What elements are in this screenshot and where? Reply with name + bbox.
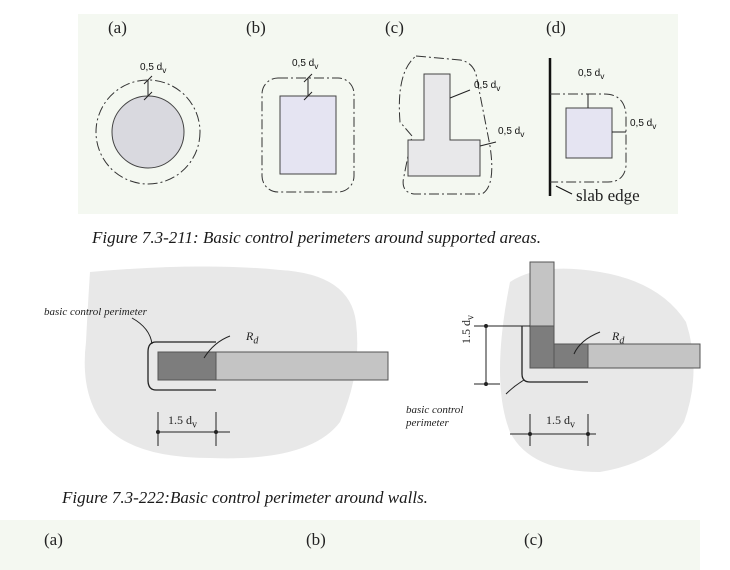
slab-edge-leader [555,185,573,195]
dim-tick-a1 [143,75,153,85]
leader-left [131,317,153,345]
figure-3-panel: (a) (b) (c) [0,520,700,570]
rd-label-left: Rd [246,329,259,347]
dim-label-b: 0,5 dv [292,58,319,71]
dim-dot-2b1 [484,324,488,328]
control-perimeter-rect [261,77,355,193]
control-perimeter-circle [95,79,201,185]
dim-label-c1: 0,5 dv [474,80,501,93]
vertical-dim-label: 1.5 dv [459,315,477,344]
control-perimeter-t [398,55,493,195]
label-d: (d) [546,18,566,37]
supported-area-circle [111,95,185,169]
wall-corner-dark-v [529,325,555,369]
label-b: (b) [246,18,266,37]
supported-area-square [565,107,613,159]
wall-light-zone [215,351,389,381]
drawing-c [398,55,497,195]
figure-2-left [84,266,389,459]
dim-label-d1: 0,5 dv [578,68,605,81]
leader-right [505,379,525,395]
figure-1-drawings [95,55,627,196]
wall-dark-zone [157,351,217,381]
dim-label-2a: 1.5 dv [168,413,197,431]
rd-arrow-right [573,331,601,355]
label-3c: (c) [524,530,543,549]
slab-edge-label: slab edge [576,186,640,205]
supported-area-t [407,73,481,177]
dim-dot-2b2 [484,382,488,386]
dim-label-d2: 0,5 dv [630,118,657,131]
wall-vertical-light [529,261,555,327]
dim-tick-b1 [303,73,313,83]
supported-area-rect [279,95,337,175]
dim-label-2b: 1.5 dv [546,413,575,431]
dim-dot-2b4 [586,432,590,436]
dim-label-a: 0,5 dv [140,62,167,75]
figure-1-panel: (a) (b) (c) (d) [78,14,678,214]
dim-tick-a2 [143,91,153,101]
figure-2-right [474,261,701,472]
wall-corner-dark-h [553,343,589,369]
basic-control-perimeter-label-left: basic control perimeter [44,306,147,318]
figure-2-caption: Figure 7.3-222:Basic control perimeter a… [62,488,428,507]
control-perimeter-left [147,341,216,391]
wall-horizontal-light [587,343,701,369]
rd-arrow-left [203,335,231,359]
dim-dot-2b3 [528,432,532,436]
label-c: (c) [385,18,404,37]
drawing-b [261,73,355,193]
figure-1-caption: Figure 7.3-211: Basic control perimeters… [92,228,542,247]
dim-dot-2a2 [214,430,218,434]
wall-slab-blob-right [500,268,694,472]
label-3a: (a) [44,530,63,549]
drawing-a [95,75,201,185]
control-perimeter-d [550,93,627,183]
dim-line-c1 [449,89,471,99]
dim-tick-b2 [303,91,313,101]
dim-line-c2 [479,141,497,147]
label-a: (a) [108,18,127,37]
dim-dot-2a1 [156,430,160,434]
dim-label-c2: 0,5 dv [498,126,525,139]
rd-label-right: Rd [612,329,625,347]
label-3b: (b) [306,530,326,549]
drawing-d [548,58,627,196]
